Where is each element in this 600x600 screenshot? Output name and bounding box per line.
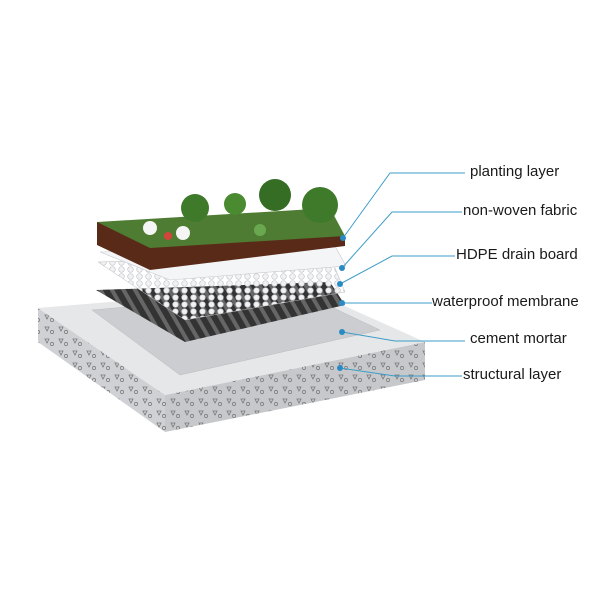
label-hdpe-drain-board: HDPE drain board bbox=[456, 246, 578, 263]
label-non-woven-fabric: non-woven fabric bbox=[463, 202, 578, 219]
label-waterproof-membrane: waterproof membrane bbox=[432, 293, 579, 310]
leader-lines bbox=[339, 172, 465, 377]
label-structural-layer: structural layer bbox=[463, 366, 562, 383]
label-cement-mortar: cement mortar bbox=[470, 330, 567, 347]
leader-dots bbox=[337, 235, 346, 371]
planting-layer-box bbox=[97, 179, 345, 270]
label-planting-layer: planting layer bbox=[470, 163, 560, 180]
